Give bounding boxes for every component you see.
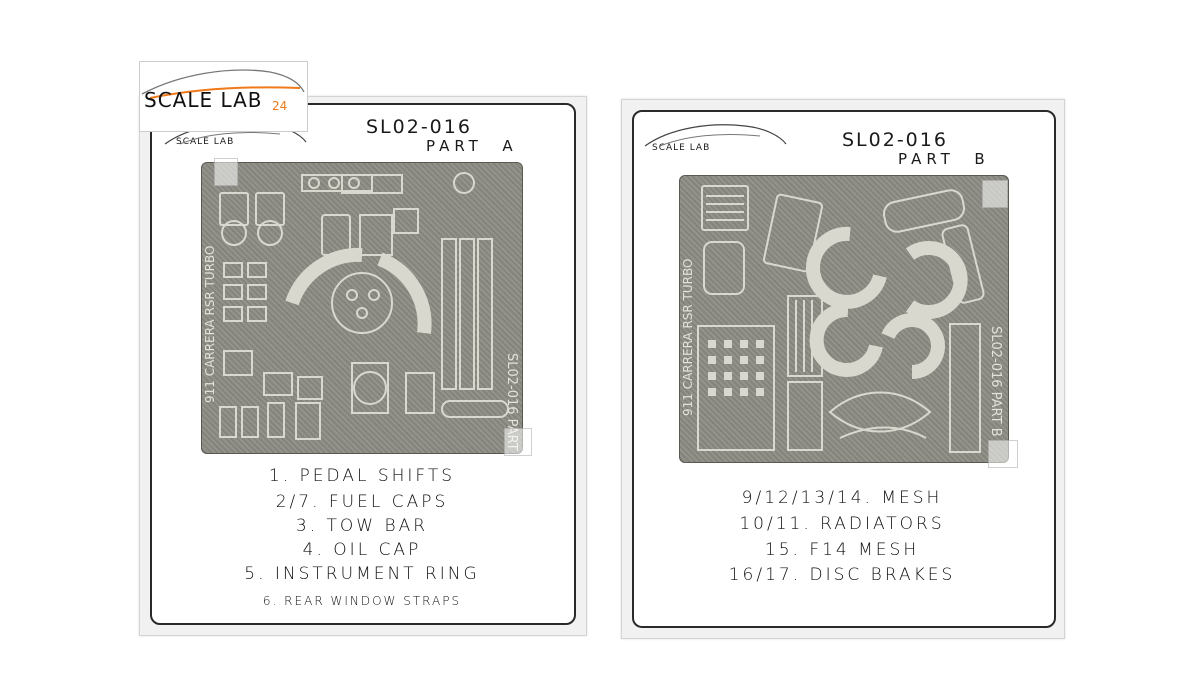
card-b-brand: SCALE LAB xyxy=(652,143,711,153)
svg-text:911 CARRERA RSR TURBO: 911 CARRERA RSR TURBO xyxy=(681,259,695,416)
fret-a-parts-illustration: 911 CARRERA RSR TURBO SL02-016 PART A xyxy=(203,172,519,453)
card-a-item: 6. REAR WINDOW STRAPS xyxy=(262,594,462,608)
card-a-brand: SCALE LAB xyxy=(176,137,235,147)
card-b-code: SL02-016 xyxy=(842,129,948,151)
logo-car-outline-icon xyxy=(141,69,305,99)
fret-b-tape-bottom xyxy=(988,440,1018,468)
card-a-part-label: PART A xyxy=(426,137,518,155)
fret-a-tape-bottom xyxy=(504,428,532,456)
fret-sheet-b: 911 CARRERA RSR TURBO SL02-016 PART B xyxy=(679,175,1009,463)
card-a-item: 3. TOW BAR xyxy=(295,516,429,536)
card-a-item: 2/7. FUEL CAPS xyxy=(275,492,449,512)
logo-number: 24 xyxy=(272,99,288,113)
fret-b-parts-illustration: 911 CARRERA RSR TURBO SL02-016 PART B xyxy=(681,185,1003,453)
card-b-item: 15. F14 MESH xyxy=(764,540,920,560)
card-b-part-label: PART B xyxy=(898,150,990,168)
logo-brand-text: SCALE LAB xyxy=(144,88,263,112)
card-b-item: 10/11. RADIATORS xyxy=(739,514,945,534)
card-a-item: 4. OIL CAP xyxy=(302,540,422,560)
card-b-item-list: 9/12/13/14. MESH 10/11. RADIATORS 15. F1… xyxy=(631,478,1053,608)
card-a-item: 1. PEDAL SHIFTS xyxy=(268,466,456,486)
card-a-item-list: 1. PEDAL SHIFTS 2/7. FUEL CAPS 3. TOW BA… xyxy=(149,460,575,620)
svg-text:911 CARRERA RSR TURBO: 911 CARRERA RSR TURBO xyxy=(203,246,217,403)
fret-sheet-a: 911 CARRERA RSR TURBO SL02-016 PART A xyxy=(201,162,523,454)
card-b-car-outline-icon xyxy=(644,124,787,147)
svg-text:SL02-016 PART B: SL02-016 PART B xyxy=(988,326,1003,437)
fret-b-tape-top xyxy=(982,180,1008,208)
card-a-code: SL02-016 xyxy=(366,116,472,138)
card-b-item: 16/17. DISC BRAKES xyxy=(728,565,956,585)
card-b-item: 9/12/13/14. MESH xyxy=(741,488,943,508)
fret-a-tape-top xyxy=(214,158,238,186)
scale-lab-logo: SCALE LAB 24 xyxy=(139,61,308,132)
card-a-item: 5. INSTRUMENT RING xyxy=(244,564,480,584)
